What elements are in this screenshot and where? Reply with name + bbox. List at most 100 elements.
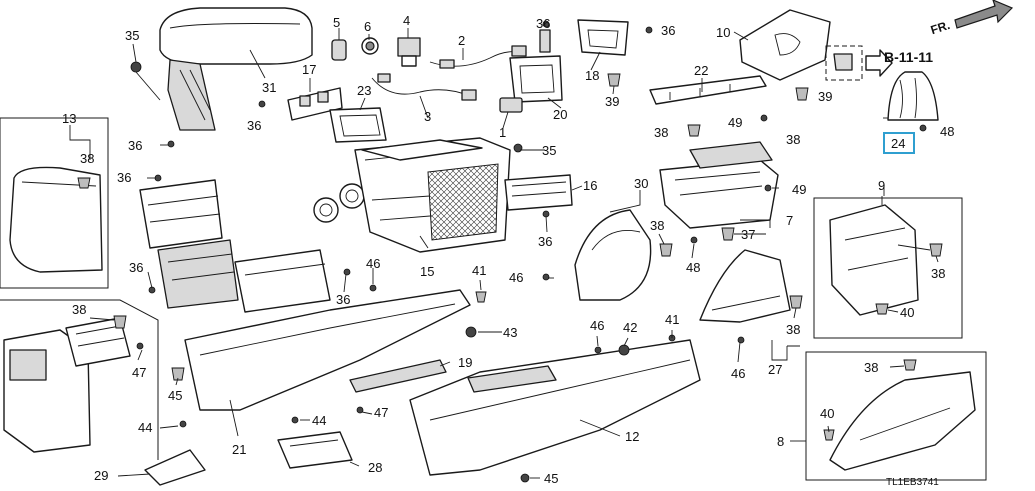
callout-38-h: 38	[864, 360, 878, 375]
callout-39-b: 39	[818, 89, 832, 104]
shift-panel-10	[739, 9, 831, 81]
callout-39-a: 39	[605, 94, 619, 109]
right-trim-8	[805, 351, 987, 481]
callout-19: 19	[458, 355, 472, 370]
callout-38-g: 38	[72, 302, 86, 317]
highlight-box	[883, 132, 915, 154]
callout-44-a: 44	[312, 413, 326, 428]
callout-43: 43	[503, 325, 517, 340]
callout-38-f: 38	[786, 322, 800, 337]
fasteners	[113, 20, 943, 483]
callout-18: 18	[585, 68, 599, 83]
bracket-20	[509, 29, 563, 103]
callout-40-a: 40	[900, 305, 914, 320]
console-body-15	[354, 137, 511, 253]
side-panel-12	[409, 339, 701, 476]
callout-41-b: 41	[665, 312, 679, 327]
callout-49-b: 49	[792, 182, 806, 197]
callout-36-h: 36	[336, 292, 350, 307]
callout-35: 35	[125, 28, 139, 43]
usb-cable-2	[429, 45, 527, 69]
callout-47-b: 47	[132, 365, 146, 380]
callout-29: 29	[94, 468, 108, 483]
callout-2: 2	[458, 33, 465, 48]
callout-37: 37	[741, 227, 755, 242]
callout-20: 20	[553, 107, 567, 122]
rear-cover-13	[0, 117, 109, 289]
clip-39-b	[795, 87, 809, 101]
callout-46-d: 46	[590, 318, 604, 333]
fr-label: FR.	[929, 18, 952, 37]
trim-strip-19	[349, 359, 447, 393]
connector-4	[397, 37, 421, 67]
duct-lower-left	[157, 239, 239, 309]
reference-label: B-11-11	[884, 49, 933, 65]
callout-6: 6	[364, 19, 371, 34]
switch-housing-16	[504, 174, 573, 211]
callout-45-b: 45	[544, 471, 558, 486]
callout-45-a: 45	[168, 388, 182, 403]
callout-44-b: 44	[138, 420, 152, 435]
callout-5: 5	[333, 15, 340, 30]
callout-30: 30	[634, 176, 648, 191]
small-switch-5	[331, 39, 347, 61]
callout-3: 3	[424, 109, 431, 124]
callout-46-c: 46	[731, 366, 745, 381]
cup-holder-7	[659, 141, 779, 229]
callout-38-b: 38	[786, 132, 800, 147]
switch-panel-17	[287, 87, 343, 121]
callout-48: 48	[940, 124, 954, 139]
right-panel-9	[813, 197, 963, 339]
callout-36-g: 36	[538, 234, 552, 249]
callout-36-f: 36	[129, 260, 143, 275]
callout-36-c: 36	[661, 23, 675, 38]
callout-23: 23	[357, 83, 371, 98]
callout-24: 24	[891, 136, 905, 151]
armrest-lid	[159, 7, 313, 131]
connector-1	[499, 97, 523, 113]
bracket-29	[144, 449, 206, 486]
front-arrow-icon	[954, 0, 1014, 29]
callout-36-a: 36	[247, 118, 261, 133]
callout-49-a: 49	[728, 115, 742, 130]
callout-35-b: 35	[542, 143, 556, 158]
lower-panel-21	[184, 289, 471, 411]
vent-round-a	[313, 197, 339, 223]
callout-36-b: 36	[536, 16, 550, 31]
callout-31: 31	[262, 80, 276, 95]
hinge-bolt	[130, 61, 161, 101]
shift-boot-24	[887, 71, 939, 121]
callout-7: 7	[786, 213, 793, 228]
callout-38-c: 38	[80, 151, 94, 166]
duct-center	[234, 249, 331, 313]
callout-17: 17	[302, 62, 316, 77]
callout-labels: 35 31 5 6 4 2 17 23 3 36 36 36 18 20 1 3…	[62, 13, 954, 488]
side-lid-30	[574, 209, 652, 301]
callout-27: 27	[768, 362, 782, 377]
callout-9: 9	[878, 178, 885, 193]
side-trim-27	[699, 249, 791, 323]
callout-47-a: 47	[374, 405, 388, 420]
callout-41-a: 41	[472, 263, 486, 278]
reference-part-box	[825, 45, 893, 81]
callout-12: 12	[625, 429, 639, 444]
tray-mat-23	[329, 107, 387, 143]
callout-8: 8	[777, 434, 784, 449]
callout-1: 1	[499, 125, 506, 140]
callout-21: 21	[232, 442, 246, 457]
callout-42: 42	[623, 320, 637, 335]
callout-46-a: 46	[366, 256, 380, 271]
leader-lines	[69, 28, 939, 479]
diagram-code: TL1EB3741	[886, 477, 939, 488]
callout-46-b: 46	[509, 270, 523, 285]
callout-4: 4	[403, 13, 410, 28]
power-socket-6	[361, 37, 379, 55]
duct-upper-left	[139, 179, 223, 249]
clip-39-a	[607, 73, 621, 87]
bracket-18	[577, 19, 629, 56]
callout-48-b: 48	[686, 260, 700, 275]
callout-38-e: 38	[931, 266, 945, 281]
callout-36-d: 36	[128, 138, 142, 153]
